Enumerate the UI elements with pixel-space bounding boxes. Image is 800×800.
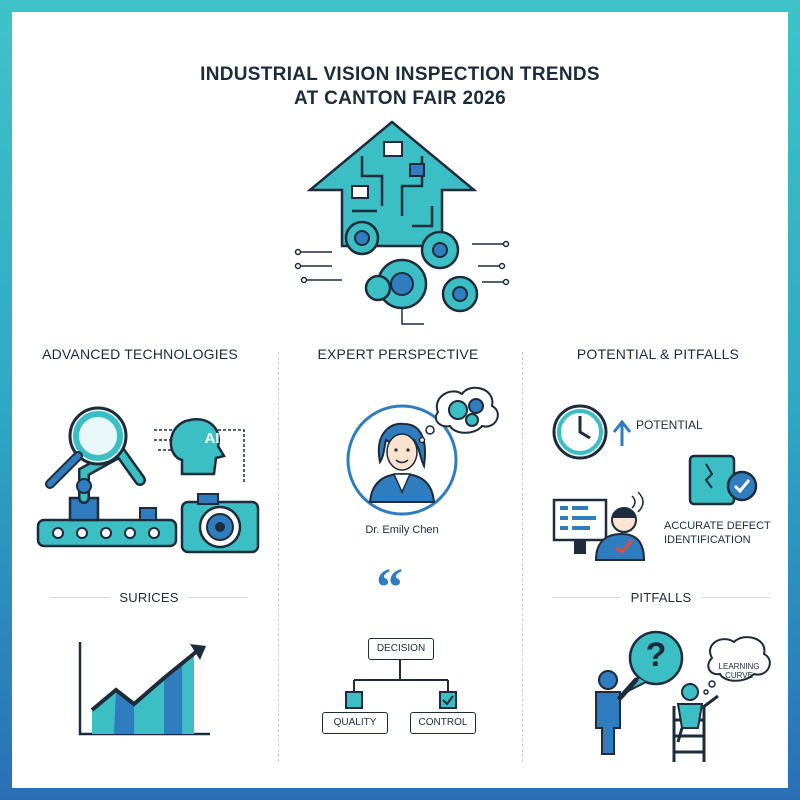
learning-curve-bubble-text: LEARNING CURVE <box>718 662 760 680</box>
separator-left-2 <box>188 597 248 598</box>
ai-head-icon <box>154 418 245 482</box>
decision-flow-connectors <box>345 660 457 709</box>
column-divider-right <box>522 352 523 762</box>
growth-chart-icon <box>78 642 210 736</box>
quote-icon: “ <box>376 557 403 617</box>
accuracy-line-2: IDENTIFICATION <box>664 534 751 546</box>
ai-label: AI <box>204 430 220 447</box>
expert-avatar <box>346 386 499 516</box>
heading-advanced-technologies: ADVANCED TECHNOLOGIES <box>42 346 238 362</box>
book-check-icon <box>688 454 758 506</box>
title-line-2: AT CANTON FAIR 2026 <box>294 88 506 109</box>
circuit-arrow-gears-icon <box>294 120 510 325</box>
heading-expert-perspective: EXPERT PERSPECTIVE <box>317 346 479 362</box>
camera-icon <box>180 493 260 554</box>
subheading-pitfalls: PITFALLS <box>630 590 692 605</box>
flow-control-box: CONTROL <box>410 712 476 734</box>
column-divider-left <box>278 352 279 762</box>
question-mark: ? <box>645 636 667 674</box>
flow-decision-box: DECISION <box>368 638 434 660</box>
infographic-card: INDUSTRIAL VISION INSPECTION TRENDS AT C… <box>12 12 788 788</box>
heading-potential-pitfalls: POTENTIAL & PITFALLS <box>576 346 740 362</box>
expert-name: Dr. Emily Chen <box>365 524 439 536</box>
accuracy-line-1: ACCURATE DEFECT <box>664 520 771 532</box>
clock-icon <box>552 404 632 460</box>
title-line-1: INDUSTRIAL VISION INSPECTION TRENDS <box>200 64 600 85</box>
separator-left <box>50 597 110 598</box>
separator-right-2 <box>702 597 770 598</box>
separator-right <box>552 597 620 598</box>
inspector-monitor-icon <box>552 491 646 561</box>
potential-label: POTENTIAL <box>636 418 703 432</box>
learning-curve-figures-icon <box>595 630 771 762</box>
flow-quality-box: QUALITY <box>322 712 388 734</box>
subheading-surices: SURICES <box>119 590 179 605</box>
robot-arm-magnifier-icon <box>36 406 178 548</box>
